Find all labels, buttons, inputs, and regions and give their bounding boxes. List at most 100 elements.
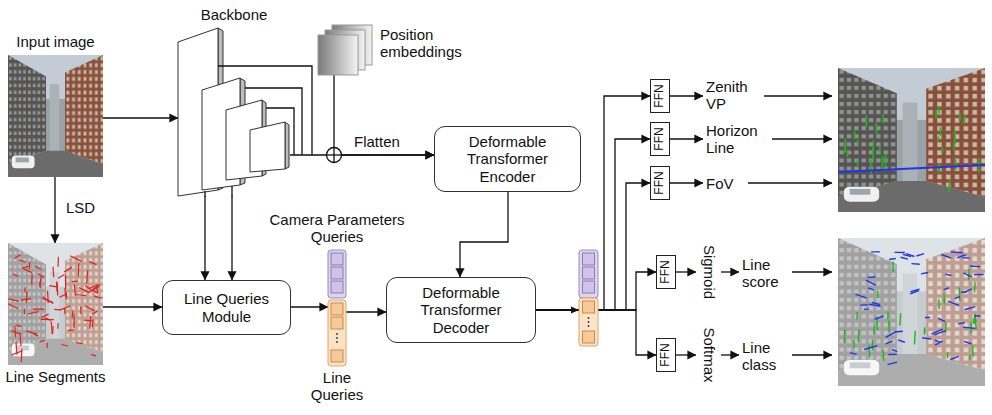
line-segment	[937, 136, 939, 142]
segments-image: Line Segments	[8, 243, 103, 365]
line-segment	[975, 316, 977, 329]
line-segment	[24, 308, 25, 314]
connector-arrow	[103, 306, 162, 307]
box-label: Line Queries Module	[171, 290, 282, 325]
line-segment	[894, 252, 904, 253]
line-segment	[52, 326, 54, 334]
line-segment	[892, 262, 894, 272]
line-segment	[31, 274, 33, 284]
line-segment	[974, 274, 984, 275]
line-segment	[889, 259, 896, 260]
backbone-stack: Backbone	[178, 28, 290, 196]
line-segment	[875, 123, 877, 134]
query-column: Camera Parameters Queries	[328, 250, 346, 298]
line-segment	[19, 260, 26, 262]
line-segment	[935, 110, 937, 119]
line-segment	[854, 131, 856, 139]
line-segment	[61, 344, 67, 346]
query-column: Line Queries	[328, 300, 346, 366]
line-segment	[29, 262, 31, 269]
street-photo	[8, 55, 103, 177]
line-segment	[898, 340, 905, 342]
line-segment	[72, 281, 78, 283]
line-segment	[844, 139, 846, 153]
line-segment	[970, 265, 980, 267]
line-segment	[84, 320, 93, 322]
process-box: Deformable Transformer Decoder	[386, 277, 536, 343]
line-segment	[8, 303, 18, 308]
segment-overlay	[8, 255, 101, 362]
ffn-box: FFN	[650, 79, 670, 113]
line-segment	[959, 287, 961, 300]
activation-name: Softmax	[701, 327, 718, 382]
line-segment	[938, 106, 940, 114]
ffn-label: FFN	[659, 343, 672, 366]
result-photo	[838, 68, 985, 212]
output-name: Line score	[742, 256, 788, 291]
line-segment	[64, 288, 66, 297]
output-column	[571, 250, 598, 346]
backbone-layers	[178, 28, 289, 196]
label-slot: LSD	[64, 199, 97, 216]
ffn-box: FFN	[650, 166, 670, 200]
connector-arrow	[291, 306, 328, 307]
connector-arrow	[346, 311, 386, 312]
node-heading: Input image	[16, 33, 94, 50]
line-segment	[87, 270, 88, 283]
line-segment	[881, 156, 883, 170]
line-segment	[886, 341, 893, 344]
result-photo	[838, 238, 985, 386]
ffn-label: FFN	[653, 171, 666, 194]
embedding-stack: Position embeddings	[318, 25, 374, 75]
line-segment	[955, 297, 960, 299]
line-segment	[91, 354, 96, 355]
line-segment	[11, 351, 22, 355]
horizon-line	[838, 165, 985, 172]
line-segment	[970, 321, 972, 333]
line-segment	[853, 340, 855, 348]
line-segment	[40, 276, 41, 288]
edge-label: Flatten	[352, 133, 402, 150]
feature-wire	[205, 66, 312, 197]
photo-fade	[8, 243, 103, 365]
node-heading: Backbone	[201, 6, 268, 23]
line-segment	[938, 318, 945, 321]
line-segment	[877, 291, 879, 298]
line-segment	[78, 263, 80, 276]
line-segment	[912, 263, 920, 265]
line-segment	[16, 325, 21, 327]
line-segment	[968, 269, 970, 280]
line-segment	[888, 354, 896, 356]
line-segment	[14, 326, 16, 337]
line-segment	[974, 315, 980, 317]
line-segment	[871, 251, 880, 252]
line-segment	[92, 311, 97, 314]
line-segment	[864, 308, 869, 310]
node-heading: Position embeddings	[380, 26, 475, 61]
line-segment	[942, 147, 944, 153]
line-segment	[875, 316, 884, 319]
line-segment	[47, 343, 48, 348]
line-segment	[80, 307, 82, 315]
line-segment	[901, 257, 908, 259]
output-name: Horizon Line	[706, 122, 768, 157]
line-segment	[57, 323, 59, 329]
street-photo	[8, 243, 103, 365]
line-segment	[887, 312, 889, 320]
connector-arrow	[54, 177, 55, 243]
line-segment	[43, 297, 54, 303]
line-segment	[962, 257, 969, 259]
line-segment	[895, 331, 903, 333]
line-segment	[868, 345, 870, 358]
line-segment	[844, 330, 846, 343]
line-segment	[931, 329, 942, 334]
line-segment	[33, 308, 44, 309]
line-segment	[872, 340, 873, 351]
line-segment	[888, 362, 898, 365]
line-segment	[961, 291, 967, 293]
node-heading: Line Queries	[302, 369, 372, 404]
ffn-label: FFN	[653, 127, 666, 150]
line-segment	[963, 273, 971, 277]
line-segment	[945, 274, 951, 275]
line-segment	[57, 257, 59, 267]
